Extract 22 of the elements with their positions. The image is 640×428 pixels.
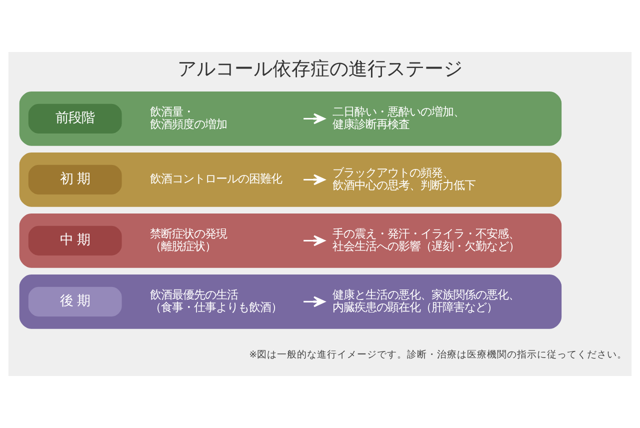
arrow (304, 235, 326, 246)
diagram-title: アルコール依存症の進行ステージ (178, 58, 462, 80)
node-text: 飲酒量・飲酒頻度の増加 (150, 104, 227, 131)
node-text: 二日酔い・悪酔いの増加、健康診断再検査 (332, 104, 464, 131)
node-text: 飲酒コントロールの困難化 (150, 172, 282, 186)
node-text: ブラックアウトの頻発、飲酒中心の思考、判断力低下 (332, 165, 476, 192)
cluster (19, 214, 562, 268)
node-text: 健康と生活の悪化、家族関係の悪化、内臓疾患の顕在化（肝障害など） (332, 287, 520, 314)
node-box: 初 期 (28, 164, 122, 194)
node-text: 手の震え・発汗・イライラ・不安感、社会生活への影響（遅刻・欠勤など） (332, 226, 520, 253)
node-box: 前段階 (28, 104, 122, 134)
cluster (19, 152, 562, 207)
node-text: 禁断症状の発現（離脱症状） (150, 226, 227, 253)
node-text: 飲酒最優先の生活（食事・仕事よりも飲酒） (150, 287, 282, 314)
arrow (304, 174, 326, 186)
node-box: 中 期 (28, 226, 122, 256)
cluster (19, 274, 562, 329)
cluster (19, 92, 562, 146)
arrow (304, 113, 326, 124)
node-box: 後 期 (28, 286, 122, 316)
label: ※図は一般的な進行イメージです。診断・治療は医療機関の指示に従ってください。 (249, 349, 628, 360)
arrow (304, 296, 326, 308)
